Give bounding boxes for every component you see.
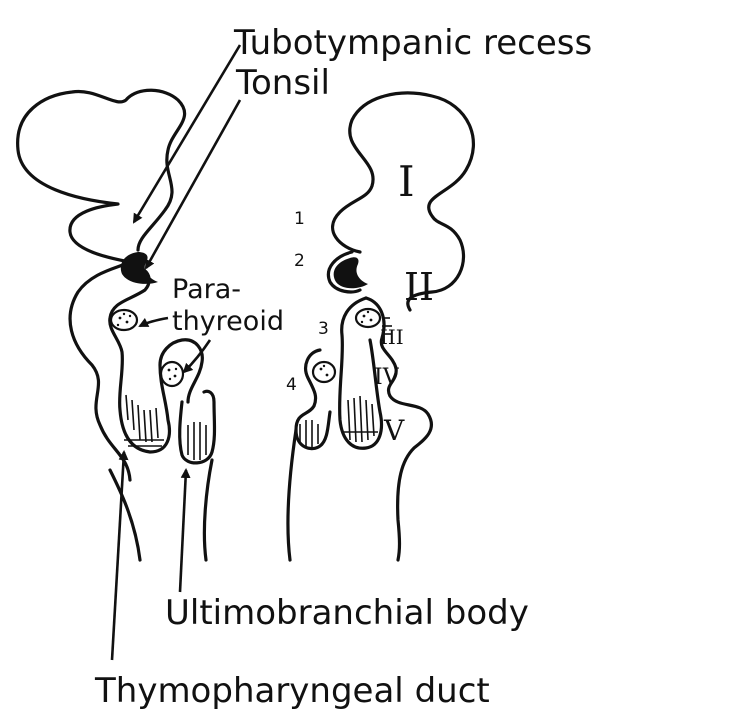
label-ultimobranchial-body: Ultimobranchial body — [165, 593, 529, 633]
pointer-arrows — [112, 45, 240, 660]
pouch-number-2: 2 — [294, 251, 305, 271]
label-parathyreoid-line1: Para- — [172, 274, 241, 305]
arch-numeral-II: II — [404, 265, 434, 309]
arch-numeral-I: I — [398, 157, 415, 206]
arch-numeral-III: III — [380, 325, 404, 349]
pouch-number-4: 4 — [286, 375, 297, 395]
pouch-number-1: 1 — [294, 209, 305, 229]
pouch-number-3: 3 — [318, 319, 329, 339]
arrow-parathyroid-upper — [140, 318, 168, 326]
arch-numeral-V: V — [383, 414, 405, 447]
right-tonsil — [334, 257, 368, 288]
arch-numeral-IV: IV — [374, 365, 400, 390]
label-thymopharyngeal-duct: Thymopharyngeal duct — [94, 671, 490, 711]
label-tubotympanic-recess: Tubotympanic recess — [233, 23, 592, 63]
label-tonsil: Tonsil — [235, 63, 330, 103]
arrow-ultimobranchial — [180, 470, 186, 592]
label-parathyreoid-line2: thyreoid — [172, 306, 284, 337]
